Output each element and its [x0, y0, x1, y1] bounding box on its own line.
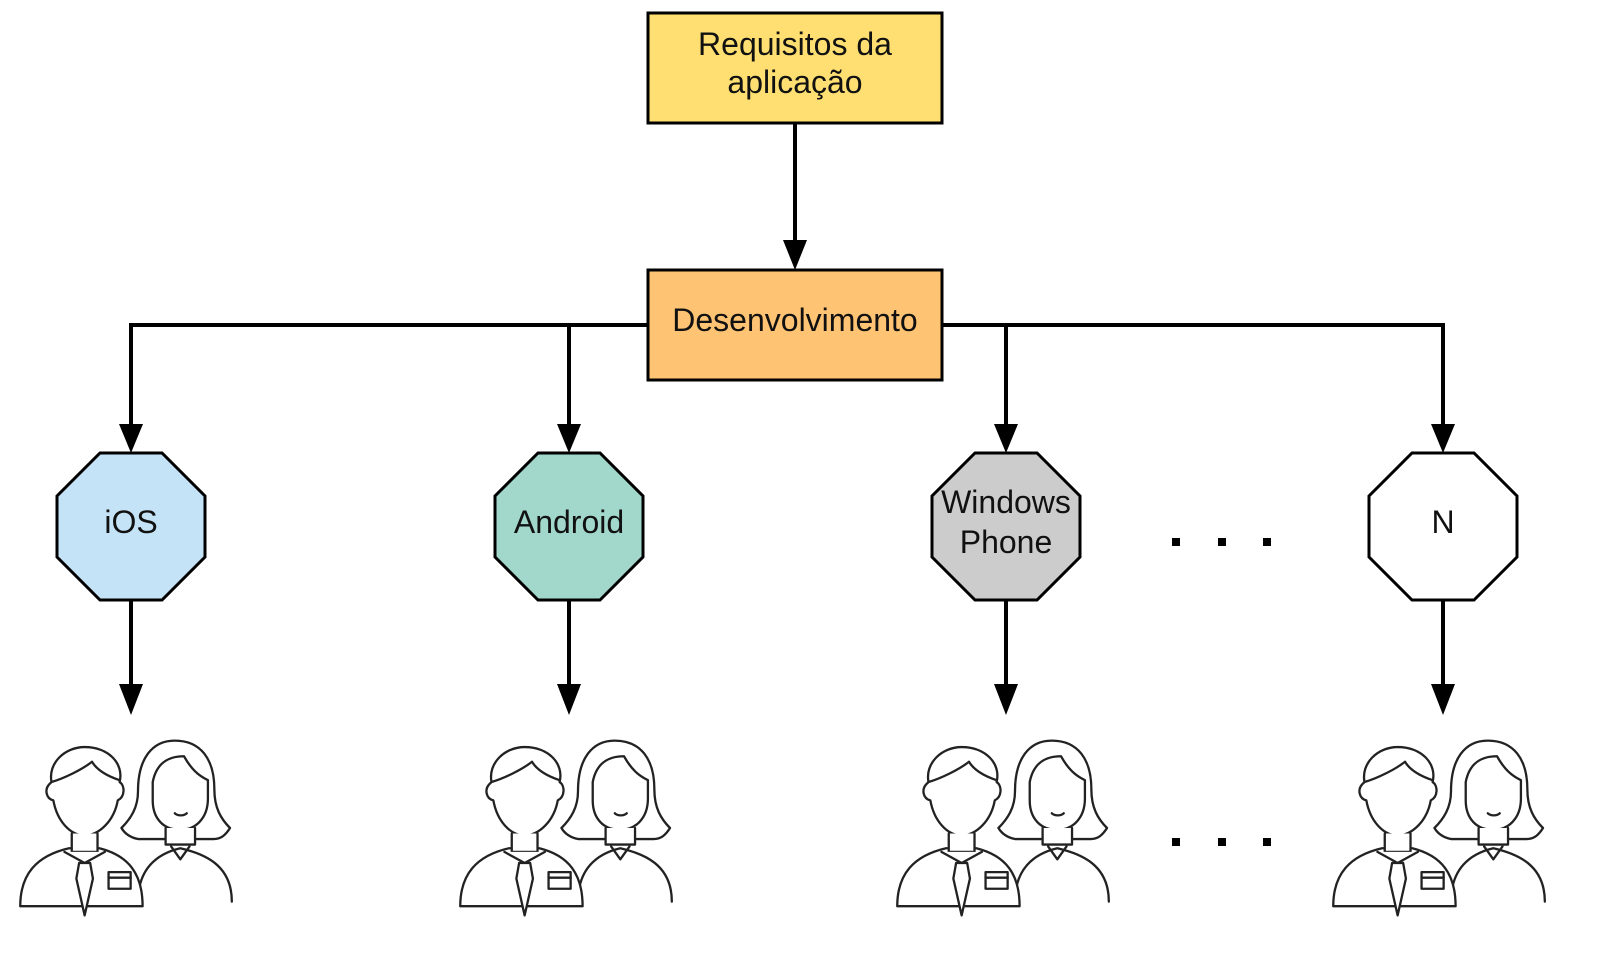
requirements-label-line1: Requisitos da — [698, 26, 892, 62]
platform-label-windows-line2: Phone — [960, 524, 1053, 560]
requirements-node[interactable]: Requisitos da aplicação — [646, 11, 944, 125]
developer-team-icon — [459, 739, 673, 917]
arrow-to-windows-team — [994, 684, 1018, 715]
platform-octagon-n — [1367, 451, 1519, 602]
platform-node-n[interactable]: N — [1367, 451, 1519, 602]
arrow-to-development — [783, 240, 807, 270]
platform-octagon-ios — [55, 451, 207, 602]
edges — [119, 123, 1455, 715]
arrow-to-android-team — [557, 684, 581, 715]
platform-octagon-windows-phone — [930, 451, 1082, 602]
platform-label-n: N — [1431, 504, 1454, 540]
ellipsis-platform-row — [1172, 538, 1271, 546]
platform-node-android[interactable]: Android — [493, 451, 645, 602]
development-box — [646, 268, 944, 382]
ellipsis-dot — [1263, 838, 1271, 846]
ellipsis-dot — [1172, 538, 1180, 546]
developer-team-icon — [19, 739, 233, 917]
platform-octagon-android — [493, 451, 645, 602]
arrow-to-ios-team — [119, 684, 143, 715]
ellipsis-dot — [1172, 838, 1180, 846]
ellipsis-dot — [1263, 538, 1271, 546]
platform-label-android: Android — [514, 504, 624, 540]
requirements-box — [646, 11, 944, 125]
arrow-to-n-team — [1431, 684, 1455, 715]
requirements-label-line2: aplicação — [727, 64, 862, 100]
platform-label-windows-line1: Windows — [941, 484, 1071, 520]
arrow-to-n — [1431, 424, 1455, 453]
ellipsis-dot — [1218, 838, 1226, 846]
ellipsis-dot — [1218, 538, 1226, 546]
development-label: Desenvolvimento — [672, 302, 917, 338]
developer-team-icon — [1332, 739, 1546, 917]
edge-development-right — [942, 323, 1445, 428]
edge-development-left — [129, 323, 648, 428]
ellipsis-team-row — [1172, 838, 1271, 846]
platform-node-ios[interactable]: iOS — [55, 451, 207, 602]
development-node[interactable]: Desenvolvimento — [646, 268, 944, 382]
platform-label-ios: iOS — [104, 504, 157, 540]
arrow-to-ios — [119, 424, 143, 453]
arrow-to-windows-phone — [994, 424, 1018, 453]
arrow-to-android — [557, 424, 581, 453]
platform-node-windows-phone[interactable]: Windows Phone — [930, 451, 1082, 602]
developer-team-icon — [896, 739, 1110, 917]
